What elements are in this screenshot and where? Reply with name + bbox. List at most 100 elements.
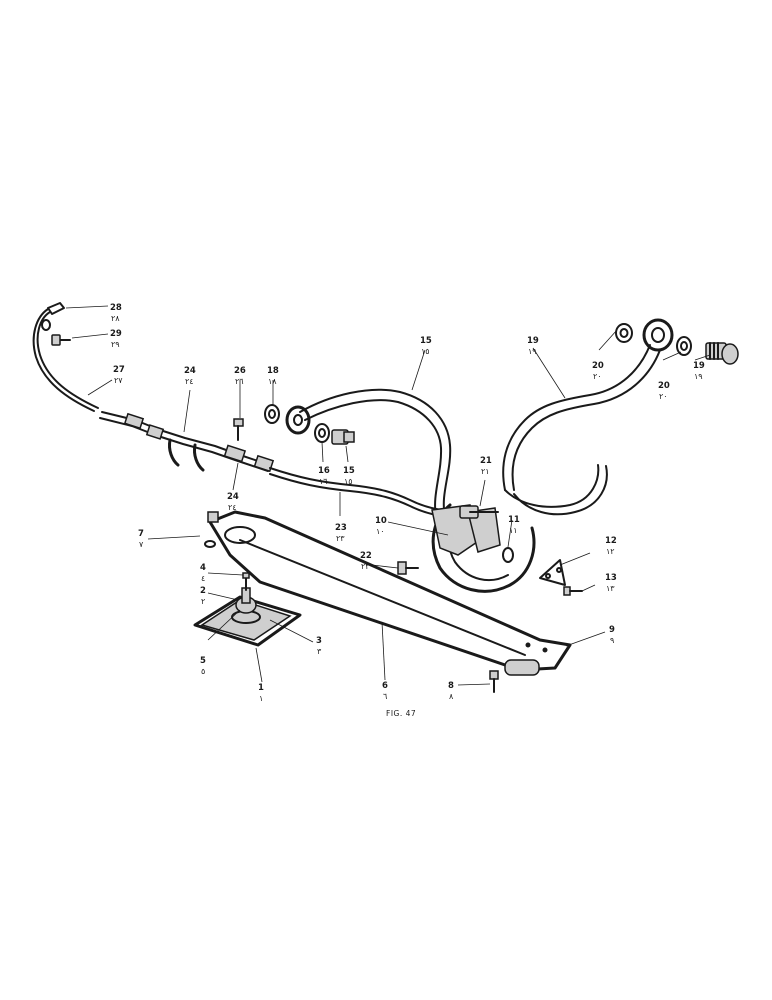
callout-arabic: ١٢: [606, 547, 615, 556]
callout-arabic: ٢١: [481, 467, 490, 476]
callout-number: 29: [110, 329, 122, 339]
callout-arabic: ١٨: [268, 377, 277, 386]
callout-number: 2: [200, 586, 206, 596]
callout-arabic: ١: [259, 694, 263, 703]
callout-number: 26: [234, 366, 246, 376]
callout-number: 16: [318, 466, 330, 476]
callout-arabic: ٣: [317, 647, 322, 656]
callout-8: 8 ٨: [448, 681, 454, 701]
callout-arabic: ٥: [201, 667, 205, 676]
callout-18: 19 ١٩: [527, 336, 539, 356]
callout-number: 19: [527, 336, 539, 346]
callout-29: 29 ٢٩: [110, 329, 122, 349]
part-14-eye: [285, 405, 311, 435]
part-18-pipe: [502, 344, 661, 516]
callout-arabic: ٢٢: [361, 562, 370, 571]
callout-arabic: ٢٨: [111, 314, 120, 323]
callout-arabic: ١٠: [376, 527, 385, 536]
callout-arabic: ٢٠: [593, 372, 602, 381]
callout-19: 19 ١٩: [693, 361, 705, 381]
callout-arabic: ٢٩: [111, 340, 120, 349]
callout-7: 7 ٧: [138, 529, 144, 549]
callout-arabic: ٧: [139, 540, 144, 549]
callout-14: 15 ١٥: [420, 336, 432, 356]
callout-arabic: ٢: [201, 597, 205, 606]
callout-arabic: ٢٠: [659, 392, 668, 401]
callout-5: 5 ٥: [200, 656, 206, 676]
callout-number: 11: [508, 515, 520, 525]
part-21-valve: [459, 505, 499, 519]
callout-10: 10 ١٠: [375, 516, 387, 536]
callout-9: 9 ٩: [609, 625, 615, 645]
figure-caption: FIG. 47: [386, 709, 416, 718]
callout-arabic: ١٥: [344, 477, 353, 486]
callout-number: 4: [200, 563, 206, 573]
part-7-clip: [204, 511, 219, 548]
part-12-bracket: [539, 559, 566, 586]
part-8-bolt: [489, 670, 499, 693]
callout-21: 21 ٢١: [480, 456, 492, 476]
part-15-banjo-bolt: [331, 429, 355, 445]
part-5-rubber-mount: [235, 587, 257, 614]
callout-23: 23 ٢٣: [335, 523, 347, 543]
callout-number: 27: [113, 365, 125, 375]
part-22-bolt: [397, 561, 419, 575]
callout-number: 21: [480, 456, 492, 466]
callout-22: 22 ٢٢: [360, 551, 372, 571]
callout-6: 6 ٦: [382, 681, 388, 701]
callout-number: 9: [609, 625, 615, 635]
callout-number: 1: [258, 683, 264, 693]
callout-28: 28 ٢٨: [110, 303, 122, 323]
callout-24: 24 ٢٤: [184, 366, 196, 386]
callout-number: 6: [382, 681, 388, 691]
callout-13: 13 ١٣: [605, 573, 617, 593]
callout-arabic: ٢٧: [114, 376, 123, 385]
callout-number: 24: [227, 492, 239, 502]
callout-number: 22: [360, 551, 372, 561]
callout-number: 15: [420, 336, 432, 346]
callout-arabic: ١٩: [528, 347, 537, 356]
callout-16: 16 ١٦: [318, 466, 330, 486]
callout-3: 3 ٣: [316, 636, 322, 656]
part-14-pipe: [299, 388, 452, 516]
callout-11: 11 ١١: [508, 515, 520, 535]
callout-number: 20: [658, 381, 670, 391]
part-18-eye: [642, 318, 674, 352]
callout-arabic: ١٣: [606, 584, 615, 593]
callout-26: 26 ٢٦: [234, 366, 246, 386]
callout-arabic: ١٩: [694, 372, 703, 381]
part-27-cable: [32, 302, 99, 412]
part-4-stud: [242, 572, 250, 591]
part-13-screw: [563, 586, 583, 596]
part-24-line-assembly: [99, 411, 275, 473]
callout-2: 2 ٢: [200, 586, 206, 606]
callout-number: 19: [693, 361, 705, 371]
callout-number: 7: [138, 529, 144, 539]
callout-arabic: ١٥: [421, 347, 430, 356]
callout-17: 18 ١٨: [267, 366, 279, 386]
part-20-washer-right: [676, 336, 692, 356]
callout-20-right: 20 ٢٠: [658, 381, 670, 401]
callout-15: 15 ١٥: [343, 466, 355, 486]
callout-arabic: ٢٤: [185, 377, 194, 386]
callout-number: 13: [605, 573, 617, 583]
callout-27: 27 ٢٧: [113, 365, 125, 385]
callout-number: 20: [592, 361, 604, 371]
callout-number: 23: [335, 523, 347, 533]
part-16-washer: [314, 423, 330, 443]
leader-lines: [65, 305, 711, 686]
callout-arabic: ٩: [610, 636, 614, 645]
part-19-union-bolt: [705, 342, 739, 365]
part-20-washer-left: [615, 323, 633, 343]
part-11-washer: [502, 547, 514, 563]
callout-12: 12 ١٢: [605, 536, 617, 556]
callout-arabic: ٢٦: [235, 377, 244, 386]
callout-20-left: 20 ٢٠: [592, 361, 604, 381]
callout-number: 5: [200, 656, 206, 666]
callout-25: 24 ٢٤: [227, 492, 239, 512]
part-17-washer: [264, 404, 280, 424]
callout-arabic: ٨: [449, 692, 454, 701]
callout-number: 8: [448, 681, 454, 691]
